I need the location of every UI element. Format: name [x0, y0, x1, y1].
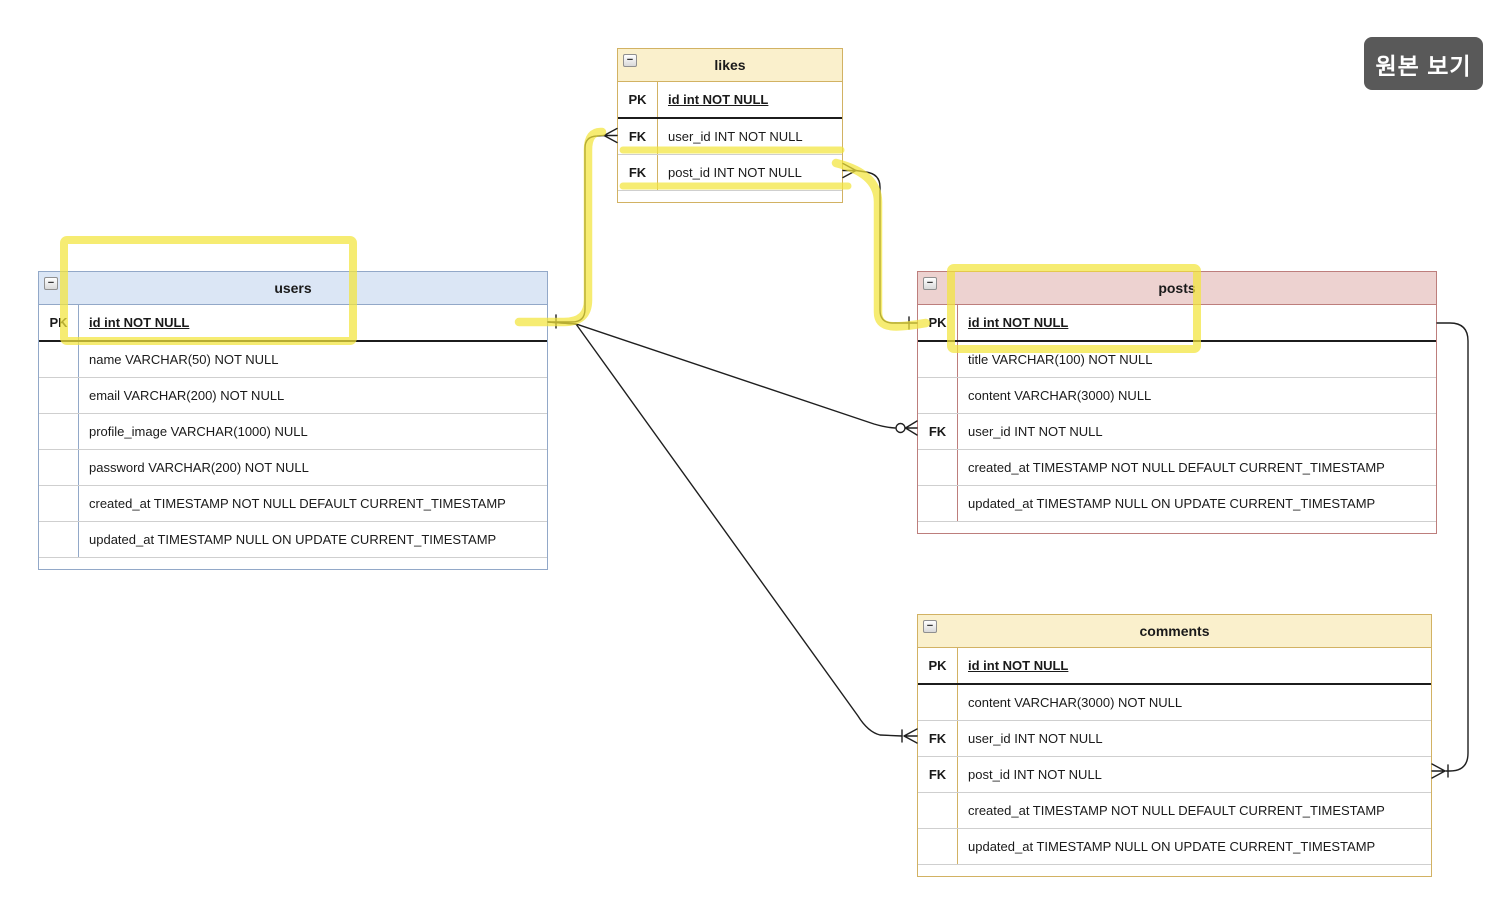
view-original-button[interactable]: 원본 보기: [1364, 37, 1483, 90]
table-row: FK user_id INT NOT NULL: [618, 119, 842, 155]
column-def: id int NOT NULL: [968, 658, 1069, 673]
key-label: FK: [618, 155, 658, 190]
column-def: content VARCHAR(3000) NULL: [968, 388, 1152, 403]
key-label: [39, 414, 79, 449]
key-label: [918, 829, 958, 864]
column-def: password VARCHAR(200) NOT NULL: [89, 460, 309, 475]
relationship-likes-posts: [855, 169, 918, 324]
table-row: name VARCHAR(50) NOT NULL: [39, 342, 547, 378]
key-label: PK: [39, 305, 79, 340]
column-def: post_id INT NOT NULL: [968, 767, 1102, 782]
entity-table-posts: − posts PK id int NOT NULL title VARCHAR…: [917, 271, 1437, 534]
table-row: FK post_id INT NOT NULL: [618, 155, 842, 191]
cardinality-zero-circle-icon: [895, 422, 906, 434]
crow-foot-many-icon: [903, 728, 918, 744]
key-label: PK: [918, 648, 958, 683]
collapse-icon[interactable]: −: [44, 277, 58, 290]
column-def: updated_at TIMESTAMP NULL ON UPDATE CURR…: [89, 532, 497, 547]
table-header-users[interactable]: − users: [39, 272, 547, 305]
column-def: updated_at TIMESTAMP NULL ON UPDATE CURR…: [968, 839, 1376, 854]
table-footer-pad: [918, 521, 1436, 533]
column-def: profile_image VARCHAR(1000) NULL: [89, 424, 308, 439]
key-label: [918, 793, 958, 828]
entity-table-comments: − comments PK id int NOT NULL content VA…: [917, 614, 1432, 877]
collapse-icon[interactable]: −: [923, 277, 937, 290]
table-row: updated_at TIMESTAMP NULL ON UPDATE CURR…: [918, 486, 1436, 521]
key-label: [39, 450, 79, 485]
key-label: [918, 685, 958, 720]
table-header-comments[interactable]: − comments: [918, 615, 1431, 648]
relationship-users-comments: [547, 321, 903, 737]
table-header-posts[interactable]: − posts: [918, 272, 1436, 305]
collapse-icon[interactable]: −: [923, 620, 937, 633]
table-row: PK id int NOT NULL: [918, 305, 1436, 342]
column-def: created_at TIMESTAMP NOT NULL DEFAULT CU…: [968, 803, 1385, 818]
column-def: user_id INT NOT NULL: [968, 731, 1103, 746]
table-footer-pad: [39, 557, 547, 569]
column-def: email VARCHAR(200) NOT NULL: [89, 388, 285, 403]
column-def: name VARCHAR(50) NOT NULL: [89, 352, 279, 367]
column-def: updated_at TIMESTAMP NULL ON UPDATE CURR…: [968, 496, 1376, 511]
column-def: title VARCHAR(100) NOT NULL: [968, 352, 1153, 367]
relationship-posts-comments: [1436, 322, 1469, 772]
crow-foot-many-icon: [603, 127, 618, 144]
key-label: PK: [918, 305, 958, 340]
crow-foot-many-icon: [904, 420, 918, 436]
column-def: created_at TIMESTAMP NOT NULL DEFAULT CU…: [89, 496, 506, 511]
entity-table-users: − users PK id int NOT NULL name VARCHAR(…: [38, 271, 548, 570]
table-row: PK id int NOT NULL: [618, 82, 842, 119]
column-def: id int NOT NULL: [89, 315, 190, 330]
highlight-trace-likes-posts: [831, 158, 931, 331]
entity-table-likes: − likes PK id int NOT NULL FK user_id IN…: [617, 48, 843, 203]
table-row: updated_at TIMESTAMP NULL ON UPDATE CURR…: [39, 522, 547, 557]
table-row: password VARCHAR(200) NOT NULL: [39, 450, 547, 486]
table-title: users: [274, 280, 312, 296]
key-label: FK: [618, 119, 658, 154]
column-def: user_id INT NOT NULL: [968, 424, 1103, 439]
column-def: created_at TIMESTAMP NOT NULL DEFAULT CU…: [968, 460, 1385, 475]
key-label: [918, 378, 958, 413]
column-def: post_id INT NOT NULL: [668, 165, 802, 180]
key-label: FK: [918, 414, 958, 449]
collapse-icon[interactable]: −: [623, 54, 637, 67]
table-row: created_at TIMESTAMP NOT NULL DEFAULT CU…: [918, 793, 1431, 829]
key-label: FK: [918, 757, 958, 792]
table-row: updated_at TIMESTAMP NULL ON UPDATE CURR…: [918, 829, 1431, 864]
table-header-likes[interactable]: − likes: [618, 49, 842, 82]
column-def: id int NOT NULL: [968, 315, 1069, 330]
table-row: created_at TIMESTAMP NOT NULL DEFAULT CU…: [39, 486, 547, 522]
table-row: PK id int NOT NULL: [39, 305, 547, 342]
table-title: comments: [1139, 623, 1210, 639]
key-label: FK: [918, 721, 958, 756]
table-footer-pad: [918, 864, 1431, 876]
key-label: [918, 342, 958, 377]
crow-foot-many-icon: [842, 162, 857, 179]
table-footer-pad: [618, 191, 842, 202]
key-label: [918, 486, 958, 521]
key-label: [39, 522, 79, 557]
key-label: [39, 342, 79, 377]
table-row: FK user_id INT NOT NULL: [918, 414, 1436, 450]
table-row: FK post_id INT NOT NULL: [918, 757, 1431, 793]
table-row: profile_image VARCHAR(1000) NULL: [39, 414, 547, 450]
key-label: PK: [618, 82, 658, 117]
table-title: likes: [714, 57, 746, 73]
table-row: email VARCHAR(200) NOT NULL: [39, 378, 547, 414]
table-row: content VARCHAR(3000) NULL: [918, 378, 1436, 414]
table-row: title VARCHAR(100) NOT NULL: [918, 342, 1436, 378]
column-def: content VARCHAR(3000) NOT NULL: [968, 695, 1183, 710]
table-row: FK user_id INT NOT NULL: [918, 721, 1431, 757]
column-def: id int NOT NULL: [668, 92, 769, 107]
table-row: content VARCHAR(3000) NOT NULL: [918, 685, 1431, 721]
column-def: user_id INT NOT NULL: [668, 129, 803, 144]
key-label: [39, 378, 79, 413]
key-label: [918, 450, 958, 485]
key-label: [39, 486, 79, 521]
table-row: PK id int NOT NULL: [918, 648, 1431, 685]
relationship-users-posts: [547, 321, 896, 429]
table-row: created_at TIMESTAMP NOT NULL DEFAULT CU…: [918, 450, 1436, 486]
table-title: posts: [1158, 280, 1196, 296]
relationship-users-likes: [547, 134, 605, 323]
crow-foot-many-icon: [1431, 763, 1446, 779]
